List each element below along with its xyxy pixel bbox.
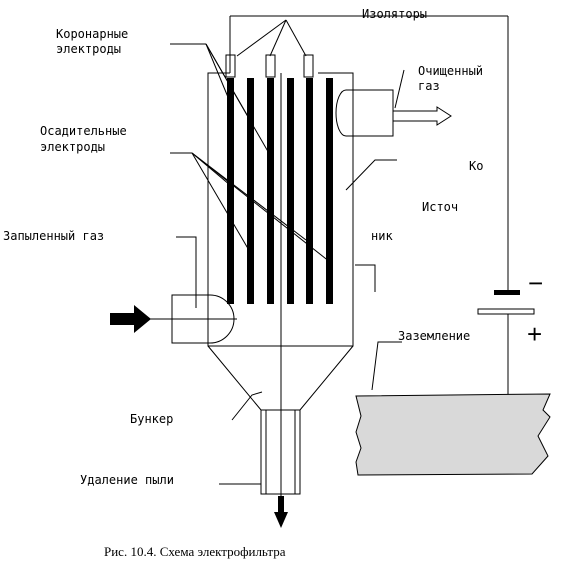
insulators (225, 54, 314, 78)
label-source-part1: Ко (469, 159, 483, 173)
label-collecting-line2: электроды (40, 140, 105, 154)
label-insulators: Изоляторы (362, 7, 427, 21)
label-grounding: Заземление (398, 329, 470, 343)
label-clean-gas-line1: Очищенный (418, 64, 483, 78)
inlet-arrow-icon (110, 305, 151, 333)
ground-shape (355, 393, 551, 476)
label-dusty-gas: Запыленный газ (3, 229, 104, 243)
label-collecting-line1: Осадительные (40, 124, 127, 138)
clean-gas-outlet (335, 89, 452, 137)
dust-removal-arrow (274, 496, 288, 528)
label-corona-line1: Коронарные (56, 27, 128, 41)
negative-plate (494, 290, 520, 295)
positive-plate (477, 308, 535, 315)
label-clean-gas-line2: газ (418, 79, 440, 93)
figure-caption: Рис. 10.4. Схема электрофильтра (104, 544, 286, 559)
label-source-part3: ник (371, 229, 393, 243)
label-corona-line2: электроды (56, 42, 121, 56)
label-hopper: Бункер (130, 412, 173, 426)
plus-sign: + (527, 319, 542, 349)
electrodes (227, 78, 333, 304)
label-source-part2: Источ (422, 200, 458, 214)
leader-lines (170, 19, 405, 485)
minus-sign: − (528, 268, 543, 298)
power-circuit (477, 16, 535, 394)
label-dust-removal: Удаление пыли (80, 473, 174, 487)
dusty-gas-inlet (110, 294, 237, 344)
